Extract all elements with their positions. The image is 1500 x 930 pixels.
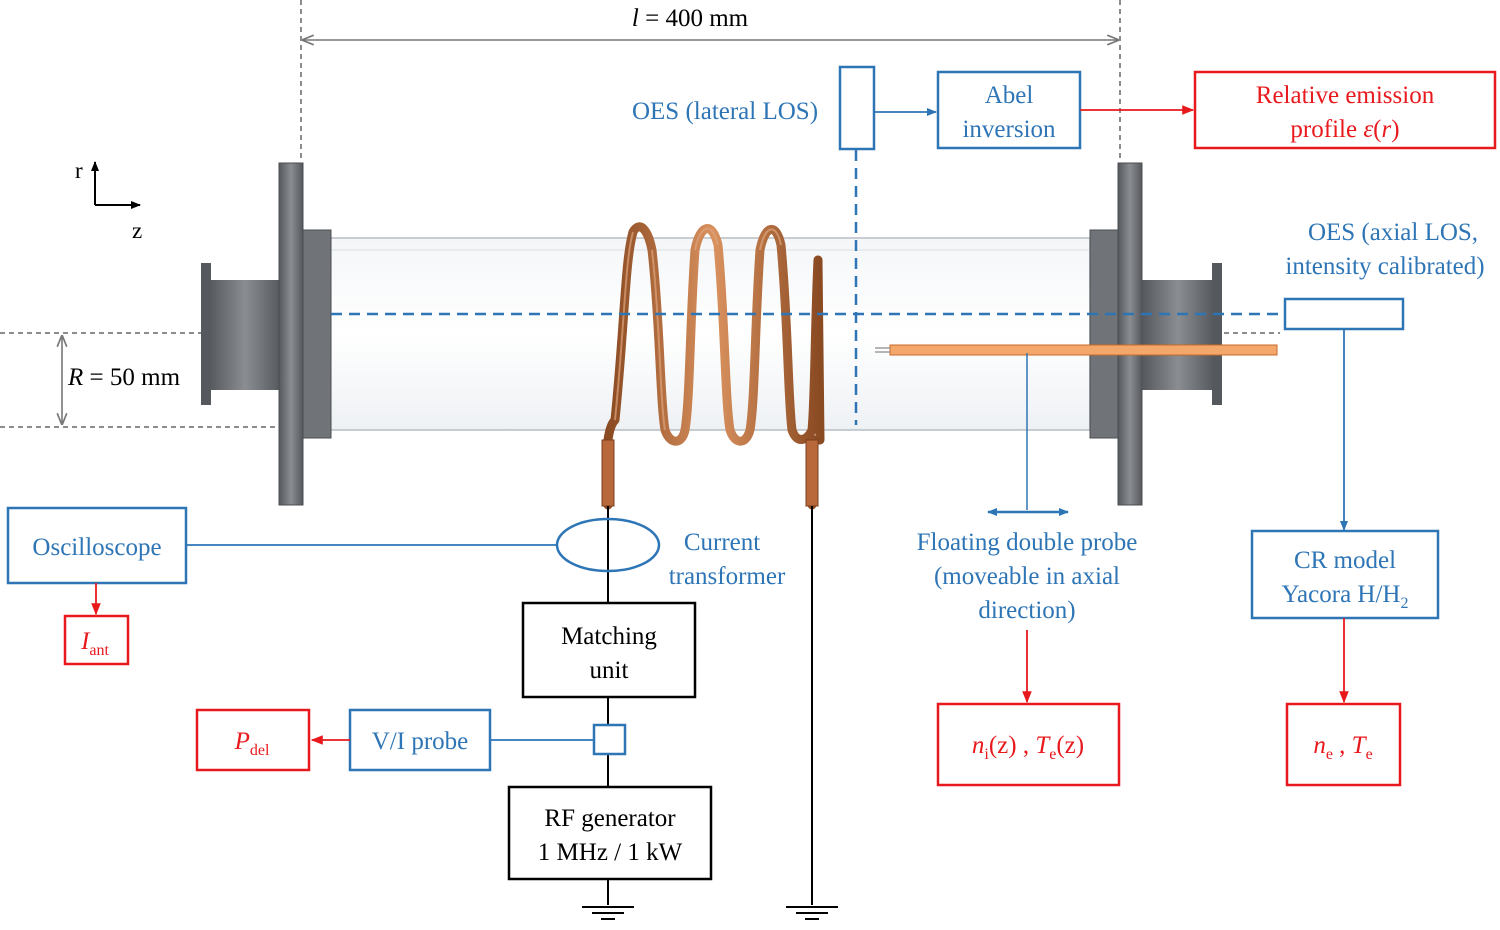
- oscilloscope-frame: [6, 506, 188, 585]
- rf-generator-line1: RF generator: [544, 805, 676, 832]
- rf-generator-box: RF generator 1 MHz / 1 kW: [507, 785, 713, 881]
- abel-line2: inversion: [962, 116, 1056, 143]
- left-flange: [278, 162, 304, 506]
- matching-unit-line2: unit: [590, 657, 629, 684]
- double-probe-rod: [889, 344, 1278, 356]
- emission-box-frame: [1193, 70, 1497, 150]
- cr-result-box: ne , Te: [1285, 702, 1402, 787]
- double-probe-annotation: Floating double probe (moveable in axial…: [917, 353, 1138, 624]
- right-flange: [1117, 162, 1143, 506]
- double-probe-line3: direction): [978, 597, 1075, 624]
- r-axis-label: r: [75, 158, 83, 183]
- vi-probe-box: V/I probe: [348, 708, 492, 772]
- vi-probe-label: V/I probe: [372, 728, 469, 755]
- cr-result-text: ne , Te: [1313, 732, 1372, 763]
- abel-line1: Abel: [985, 82, 1034, 109]
- left-end-cap: [201, 263, 211, 405]
- probe-result-box: ni(z) , Te(z): [936, 702, 1121, 787]
- pdel-box: Pdel: [195, 708, 311, 772]
- double-probe-line2: (moveable in axial: [934, 563, 1120, 590]
- axial-oes-line2: intensity calibrated): [1285, 253, 1484, 280]
- cr-box-frame: [1250, 529, 1440, 620]
- left-flange-collar: [302, 229, 332, 439]
- iant-text: Iant: [80, 628, 109, 659]
- cr-line1: CR model: [1294, 547, 1396, 574]
- glass-tube: [329, 237, 1091, 431]
- coil-highlight: [614, 227, 782, 431]
- plasma-vessel: [201, 162, 1278, 506]
- rf-generator-frame: [507, 785, 713, 881]
- axial-oes-line1: OES (axial LOS,: [1308, 219, 1478, 246]
- emission-line2: profile ε(r): [1290, 116, 1399, 143]
- cr-result-frame: [1285, 702, 1402, 787]
- current-transformer-line2: transformer: [669, 563, 786, 590]
- matching-unit-frame: [521, 601, 697, 699]
- coil-lead-left: [601, 439, 615, 507]
- length-label: l = 400 mm: [632, 5, 749, 32]
- iant-box: Iant: [63, 614, 130, 666]
- coil-lead-right: [805, 439, 819, 507]
- right-end-cap: [1212, 263, 1222, 405]
- pdel-text: Pdel: [234, 728, 270, 759]
- axial-oes-detector: [1283, 297, 1405, 331]
- right-flange-collar: [1089, 229, 1119, 439]
- z-axis-label: z: [132, 218, 142, 243]
- oscilloscope-label: Oscilloscope: [32, 534, 161, 561]
- current-transformer-line1: Current: [684, 529, 760, 556]
- vi-probe-frame: [348, 708, 492, 772]
- double-probe-line1: Floating double probe: [917, 529, 1138, 556]
- vi-probe-sensor: [592, 723, 627, 756]
- lateral-oes-detector: [838, 65, 876, 151]
- lateral-oes-label: OES (lateral LOS): [632, 98, 818, 125]
- emission-line1: Relative emission: [1256, 82, 1435, 109]
- right-flange-hub: [1142, 280, 1214, 390]
- matching-unit-line1: Matching: [561, 623, 657, 650]
- ground-icon-generator: [582, 906, 634, 920]
- rf-circuit: Current transformer Oscilloscope Iant Ma…: [6, 506, 838, 920]
- matching-unit-box: Matching unit: [521, 601, 697, 699]
- abel-inversion-box: Abel inversion: [936, 70, 1082, 150]
- oscilloscope-box: Oscilloscope: [6, 506, 188, 585]
- iant-frame: [63, 614, 130, 666]
- rf-generator-line2: 1 MHz / 1 kW: [538, 839, 683, 866]
- cr-line2: Yacora H/H2: [1282, 581, 1409, 612]
- left-flange-hub: [209, 280, 281, 390]
- probe-result-text: ni(z) , Te(z): [972, 732, 1084, 763]
- axial-oes: OES (axial LOS, intensity calibrated): [1283, 219, 1485, 531]
- ground-icon-coil: [786, 906, 838, 920]
- emission-profile-box: Relative emission profile ε(r): [1193, 70, 1497, 150]
- length-dimension: l = 400 mm: [300, 0, 1121, 160]
- probe-result-frame: [936, 702, 1121, 787]
- radius-label: R = 50 mm: [67, 364, 181, 391]
- lateral-oes: OES (lateral LOS): [632, 65, 937, 151]
- pdel-frame: [195, 708, 311, 772]
- cr-model-box: CR model Yacora H/H2: [1250, 529, 1440, 620]
- coil-windings: [603, 222, 825, 510]
- coordinate-axes: r z: [75, 158, 142, 243]
